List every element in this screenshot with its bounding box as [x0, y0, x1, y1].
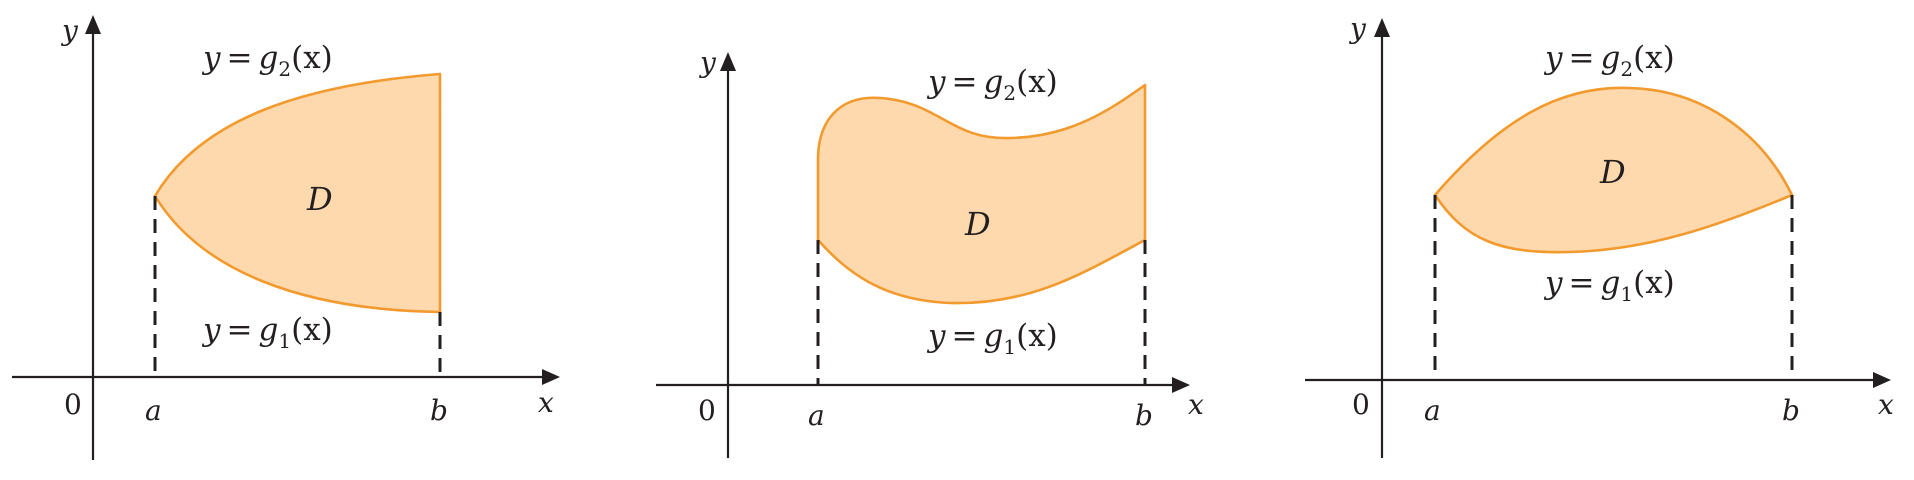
panel-2: y x 0 a b D y=g2(x) y=g1(x)	[656, 46, 1204, 458]
region-label: D	[306, 180, 333, 218]
y-axis-label: y	[1348, 12, 1367, 45]
x-axis-arrow-icon	[1172, 377, 1190, 393]
y-axis-label: y	[60, 14, 79, 47]
origin-label: 0	[64, 388, 82, 421]
y-axis-arrow-icon	[85, 15, 101, 34]
lower-curve-label: y=g1(x)	[1543, 265, 1675, 306]
region-label: D	[964, 205, 991, 243]
region-label: D	[1599, 153, 1626, 191]
b-label: b	[1135, 399, 1153, 432]
region-d-shape	[153, 72, 442, 314]
y-axis-label: y	[698, 46, 717, 79]
origin-label: 0	[698, 394, 716, 427]
y-axis-arrow-icon	[720, 52, 736, 71]
a-label: a	[1424, 394, 1441, 427]
panel-1: y x 0 a b D y=g2(x) y=g1(x)	[12, 14, 560, 460]
region-d-shape	[816, 83, 1147, 305]
origin-label: 0	[1352, 388, 1370, 421]
a-label: a	[145, 394, 162, 427]
upper-curve-label: y=g2(x)	[926, 64, 1058, 105]
lower-curve-label: y=g1(x)	[201, 312, 333, 353]
x-axis-label: x	[538, 386, 554, 419]
b-label: b	[1782, 394, 1800, 427]
y-axis-arrow-icon	[1374, 18, 1390, 37]
region-d-shape	[1433, 86, 1794, 254]
a-label: a	[808, 399, 825, 432]
upper-curve-label: y=g2(x)	[201, 40, 333, 81]
x-axis-label: x	[1878, 388, 1894, 421]
upper-curve-label: y=g2(x)	[1543, 40, 1675, 81]
x-axis-arrow-icon	[1873, 372, 1891, 388]
lower-curve-label: y=g1(x)	[926, 318, 1058, 359]
b-label: b	[430, 394, 448, 427]
x-axis-label: x	[1188, 388, 1204, 421]
x-axis-arrow-icon	[542, 369, 560, 385]
panel-3: y x 0 a b D y=g2(x) y=g1(x)	[1305, 12, 1894, 458]
